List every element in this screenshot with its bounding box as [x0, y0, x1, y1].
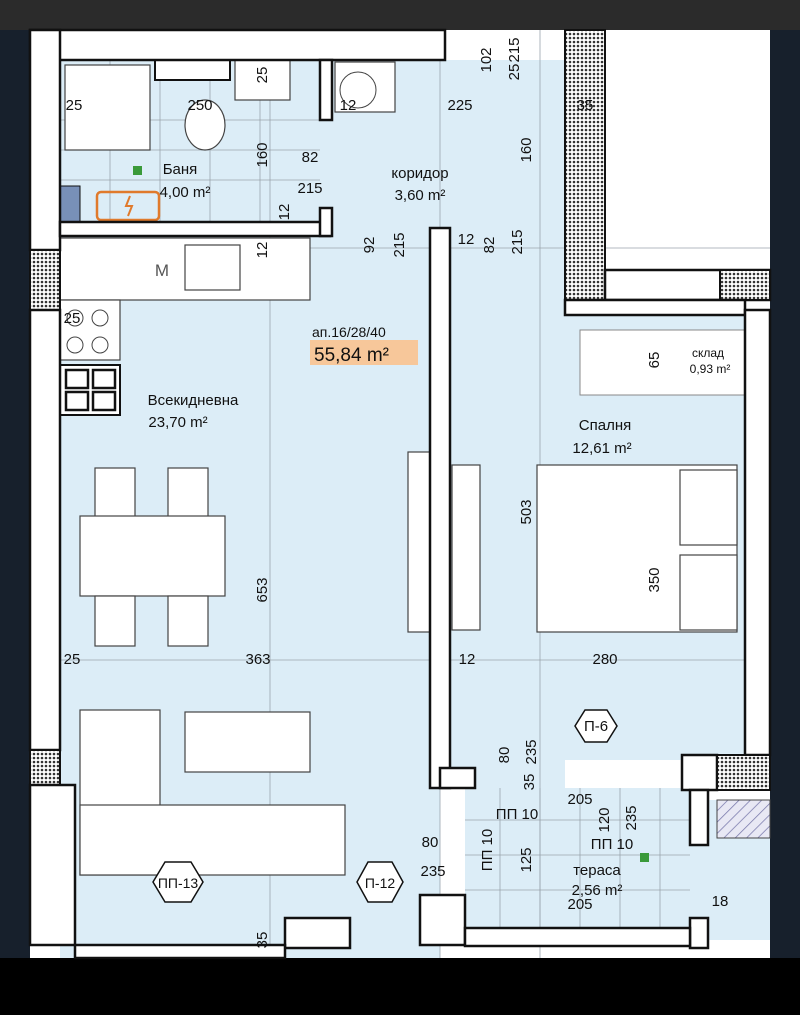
dim: 215	[509, 229, 526, 254]
room-name-terrace: тераса	[573, 862, 621, 879]
walls	[28, 28, 772, 960]
dim: ПП 10	[591, 836, 633, 853]
dim: 65	[646, 352, 663, 369]
electric-panel-icon	[95, 190, 161, 222]
room-area-terrace: 2,56 m²	[572, 882, 623, 899]
room-name-bedroom: Спалня	[579, 417, 631, 434]
dim: 25	[66, 97, 83, 114]
apartment-code: ап.16/28/40	[312, 324, 386, 340]
dim: 653	[254, 577, 271, 602]
room-area-storage: 0,93 m²	[690, 362, 731, 376]
room-name-corridor: коридор	[391, 165, 448, 182]
dim: 35	[254, 932, 271, 949]
room-name-bathroom: Баня	[163, 161, 198, 178]
svg-text:П-6: П-6	[584, 718, 608, 735]
room-name-storage: склад	[692, 346, 724, 360]
kitchen-label: M	[155, 261, 169, 280]
dim: 225	[447, 97, 472, 114]
svg-text:П-12: П-12	[365, 875, 396, 891]
room-area-corridor: 3,60 m²	[395, 187, 446, 204]
dim: 215	[391, 232, 408, 257]
dim: 350	[646, 567, 663, 592]
kitchen-counter	[59, 237, 311, 416]
dim: 235	[623, 805, 640, 830]
dim: 125	[518, 847, 535, 872]
dim: ПП 10	[496, 806, 538, 823]
apartment-area: 55,84 m²	[314, 345, 389, 366]
dim: 205	[567, 896, 592, 913]
dim: 160	[254, 142, 271, 167]
dim: 25	[254, 67, 271, 84]
dim: 503	[518, 499, 535, 524]
tag-p6: П-6	[574, 709, 618, 743]
room-area-living: 23,70 m²	[148, 414, 207, 431]
dim: 92	[361, 237, 378, 254]
dim: 215	[297, 180, 322, 197]
tag-p12: П-12	[356, 861, 404, 903]
dim: 12	[458, 231, 475, 248]
dim: 25	[64, 651, 81, 668]
room-area-bathroom: 4,00 m²	[160, 184, 211, 201]
dim: 35	[577, 97, 594, 114]
dim: 235	[523, 739, 540, 764]
dim: 280	[592, 651, 617, 668]
bathroom-fixtures	[59, 59, 649, 862]
svg-text:ПП-13: ПП-13	[158, 875, 199, 891]
dim: 120	[596, 807, 613, 832]
top-bar	[0, 0, 800, 30]
dim: 35	[521, 774, 538, 791]
dim: 80	[496, 747, 513, 764]
tag-pp13: ПП-13	[152, 861, 204, 903]
dim: 12	[340, 97, 357, 114]
apartment-area-highlight	[310, 340, 418, 365]
dim: 102	[478, 47, 495, 72]
room-area-bedroom: 12,61 m²	[572, 440, 631, 457]
dim: 25	[64, 310, 81, 327]
dim: 363	[245, 651, 270, 668]
dim: 12	[254, 242, 271, 259]
dim: 215	[506, 37, 523, 62]
dim: 250	[187, 97, 212, 114]
dim: 82	[302, 149, 319, 166]
room-name-living: Всекидневна	[148, 392, 239, 409]
dim: ПП 10	[479, 829, 496, 871]
dim: 25	[506, 64, 523, 81]
drain-icon	[640, 853, 649, 862]
dim: 160	[518, 137, 535, 162]
dim: 80	[422, 834, 439, 851]
dim: 205	[567, 791, 592, 808]
dim: 82	[481, 237, 498, 254]
dim: 12	[459, 651, 476, 668]
dim: 12	[276, 204, 293, 221]
dimension-labels: 25 250 25 12 225 102 215 25 35 160 82 21…	[64, 37, 729, 948]
drain-icon	[133, 166, 142, 175]
dim: 18	[712, 893, 729, 910]
bottom-bar	[0, 958, 800, 1015]
furniture	[79, 329, 746, 876]
dim: 235	[420, 863, 445, 880]
